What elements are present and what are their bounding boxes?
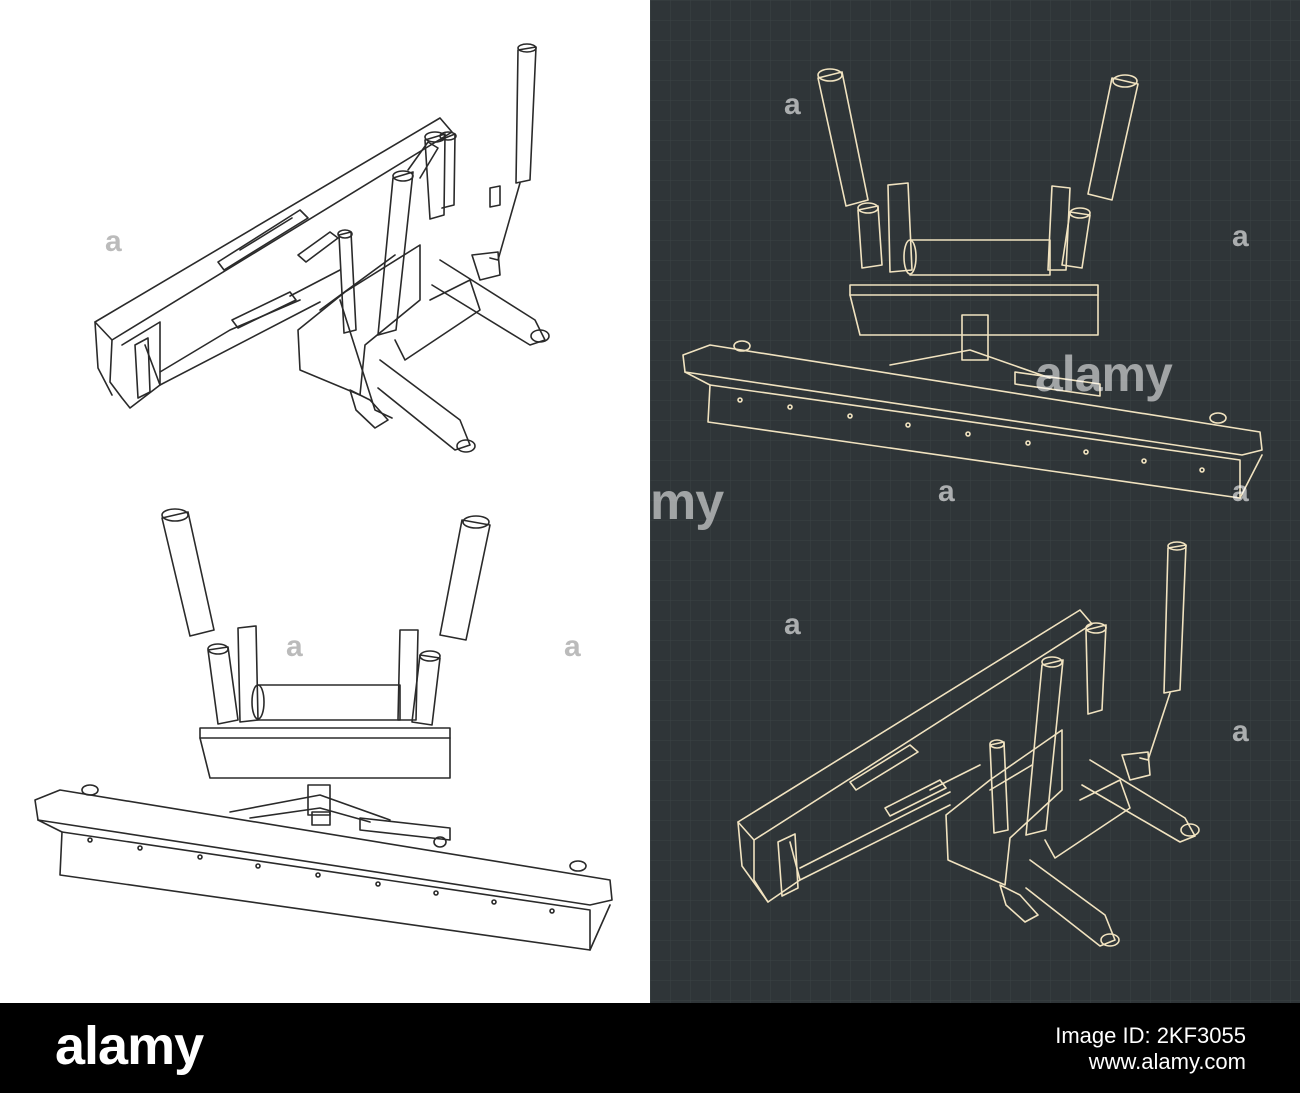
light-drawings-svg xyxy=(34,43,613,951)
image-id-block: Image ID: 2KF3055 www.alamy.com xyxy=(1055,1023,1246,1075)
watermark-a: a xyxy=(286,630,303,663)
watermark-a: a xyxy=(784,608,801,641)
blueprint-grid xyxy=(650,0,1300,1003)
watermark-a: a xyxy=(784,88,801,121)
dark-drawings-svg xyxy=(650,0,1300,1003)
watermark-a: a xyxy=(1232,715,1249,748)
image-id-text: Image ID: 2KF3055 xyxy=(1055,1023,1246,1048)
watermark-a: a xyxy=(1232,220,1249,253)
dark-drawing-panel: my alamy a a a a a a xyxy=(650,0,1300,1003)
watermark-a: a xyxy=(105,225,122,258)
blade-front-view-bottom-left xyxy=(34,508,613,951)
watermark-brand: alamy xyxy=(1035,346,1173,402)
watermark-a: a xyxy=(938,475,955,508)
watermark-fragment: my xyxy=(650,473,724,531)
footer-bar: alamy Image ID: 2KF3055 www.alamy.com xyxy=(0,1003,1300,1093)
blade-isometric-bottom-right xyxy=(737,541,1200,947)
watermark-a: a xyxy=(1232,475,1249,508)
blade-front-view-top-right xyxy=(682,68,1263,499)
watermark-a: a xyxy=(564,630,581,663)
light-drawing-panel: a a a xyxy=(0,0,650,1003)
alamy-logo[interactable]: alamy xyxy=(55,1016,204,1076)
site-url[interactable]: www.alamy.com xyxy=(1088,1049,1246,1074)
blade-isometric-top-left xyxy=(94,43,550,453)
